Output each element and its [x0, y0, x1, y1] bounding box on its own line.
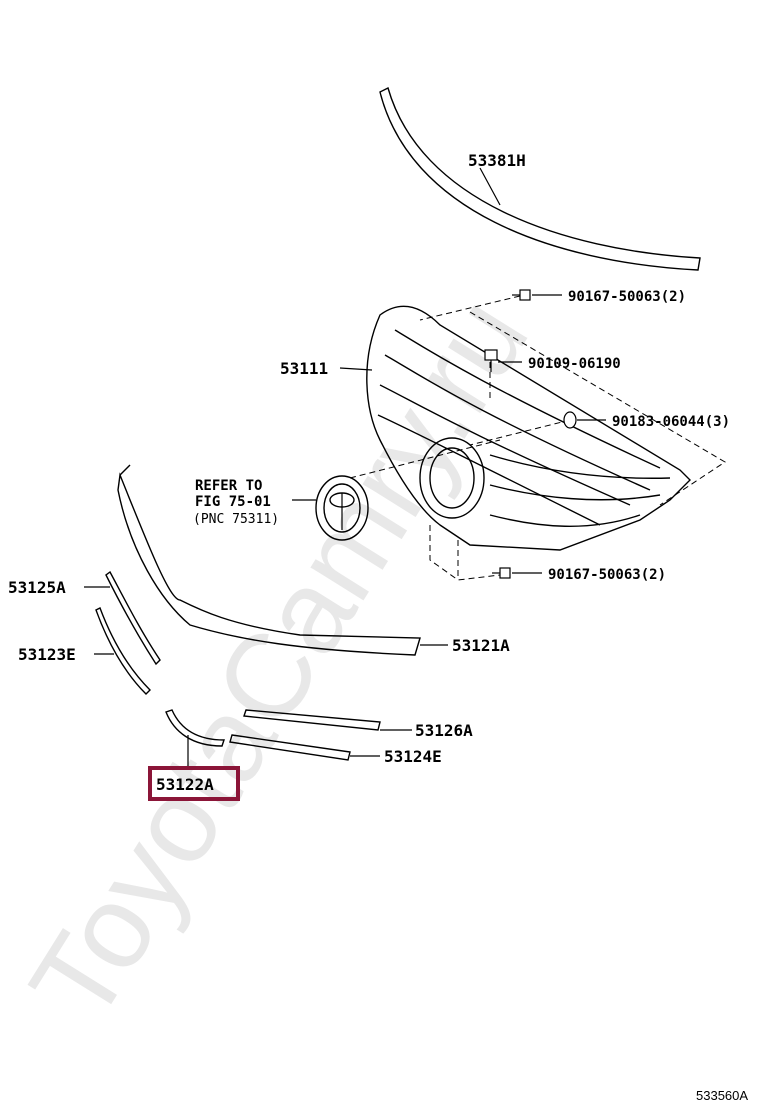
label-53124e[interactable]: 53124E [384, 747, 442, 766]
grille-cover-53121a [117, 464, 421, 656]
label-53125a[interactable]: 53125A [8, 578, 66, 597]
molding-53122a [165, 709, 225, 747]
label-90183[interactable]: 90183-06044(3) [612, 414, 730, 430]
molding-53126a [243, 709, 381, 731]
molding-strip-53381h [379, 86, 701, 271]
label-53123e[interactable]: 53123E [18, 645, 76, 664]
label-53111[interactable]: 53111 [280, 359, 328, 378]
label-53122a[interactable]: 53122A [156, 775, 214, 794]
label-90167-bottom[interactable]: 90167-50063(2) [548, 567, 666, 583]
bolt-icon [492, 567, 511, 579]
emblem [315, 475, 369, 541]
reference-line-3: (PNC 75311) [193, 512, 279, 527]
clip-icon [484, 349, 498, 372]
radiator-grille-53111 [366, 305, 691, 551]
diagram-code: 533560A [696, 1088, 748, 1103]
molding-53125a [105, 570, 161, 666]
reference-line-2[interactable]: FIG 75-01 [195, 494, 271, 510]
label-53121a[interactable]: 53121A [452, 636, 510, 655]
highlight-box [148, 766, 240, 801]
label-53126a[interactable]: 53126A [415, 721, 473, 740]
label-53381h[interactable]: 53381H [468, 151, 526, 170]
molding-53123e [95, 607, 151, 695]
label-90109[interactable]: 90109-06190 [528, 356, 621, 372]
reference-line-1: REFER TO [195, 478, 262, 494]
label-90167-top[interactable]: 90167-50063(2) [568, 289, 686, 305]
molding-53124e [229, 734, 351, 761]
nut-icon [563, 411, 577, 429]
watermark: ToyotaCamry.ru [5, 275, 554, 1044]
bolt-icon [512, 289, 531, 301]
